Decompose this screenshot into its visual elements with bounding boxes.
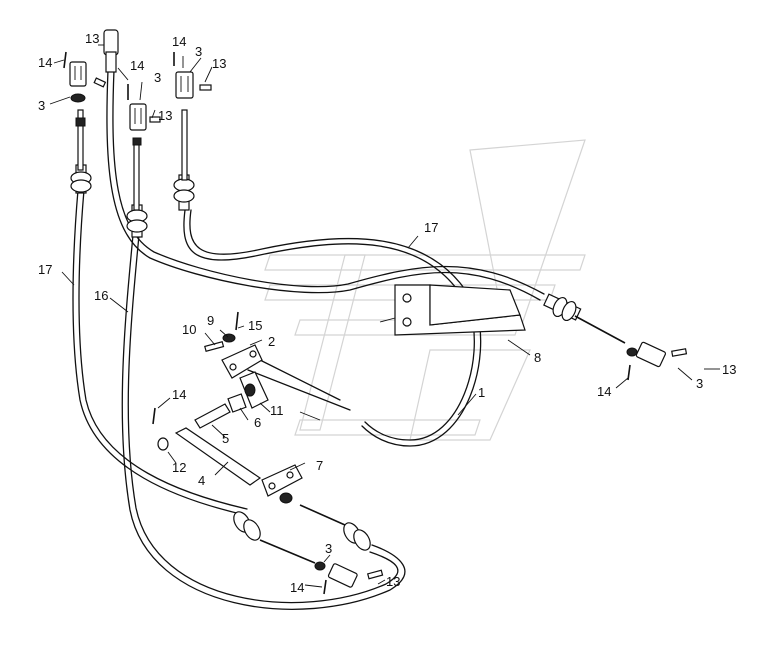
callout-7: 7 xyxy=(316,458,323,473)
cable-17-upper xyxy=(106,69,545,301)
cotter-pin-15 xyxy=(235,311,239,331)
callout-17: 17 xyxy=(38,262,52,277)
callout-17: 17 xyxy=(424,220,438,235)
plate-7 xyxy=(261,464,303,497)
callout-1: 1 xyxy=(478,385,485,400)
callout-4: 4 xyxy=(198,473,205,488)
callout-15: 15 xyxy=(248,318,262,333)
shaft-4 xyxy=(174,427,262,486)
block-6 xyxy=(227,393,247,413)
cable-end-bottom-right xyxy=(299,504,371,551)
cable-knob-top-center xyxy=(103,29,119,73)
callout-14: 14 xyxy=(172,34,186,49)
cotter-pin-14-mid xyxy=(152,407,156,425)
clevis-3-top-left xyxy=(69,61,87,103)
callout-13: 13 xyxy=(158,108,172,123)
cotter-pin-14-top-left xyxy=(63,51,67,69)
nut-7-bottom xyxy=(279,492,293,504)
leader-lines xyxy=(49,44,720,588)
callout-14: 14 xyxy=(290,580,304,595)
callout-3: 3 xyxy=(696,376,703,391)
callout-13: 13 xyxy=(85,31,99,46)
callout-13: 13 xyxy=(386,574,400,589)
pin-13-top-left xyxy=(93,77,107,88)
pin-13-right xyxy=(671,348,688,357)
pin-13-top-second xyxy=(149,116,161,123)
rod-5 xyxy=(194,403,231,429)
callout-13: 13 xyxy=(722,362,736,377)
callout-11: 11 xyxy=(270,403,284,418)
pin-13-top-right xyxy=(199,84,212,91)
callout-14: 14 xyxy=(597,384,611,399)
cable-16 xyxy=(121,234,406,610)
callout-14: 14 xyxy=(130,58,144,73)
cable-end-top-right xyxy=(173,109,195,211)
callout-9: 9 xyxy=(207,313,214,328)
callout-3: 3 xyxy=(325,541,332,556)
nut-9 xyxy=(222,333,236,343)
callout-14: 14 xyxy=(172,387,186,402)
pin-13-bottom xyxy=(366,569,384,580)
cable-17-left xyxy=(72,189,248,516)
cable-end-bottom-left xyxy=(233,511,316,564)
cable-end-top-left xyxy=(70,109,92,194)
callout-3: 3 xyxy=(154,70,161,85)
callout-12: 12 xyxy=(172,460,186,475)
callout-16: 16 xyxy=(94,288,108,303)
callout-6: 6 xyxy=(254,415,261,430)
cotter-pin-14-right xyxy=(627,364,631,381)
callout-3: 3 xyxy=(38,98,45,113)
clevis-3-right xyxy=(626,341,667,368)
cable-end-16 xyxy=(126,137,148,238)
bolt-10 xyxy=(204,341,225,352)
cotter-pin-14-bottom xyxy=(323,579,327,595)
bracket-8 xyxy=(394,284,526,336)
clevis-3-top-second xyxy=(129,103,147,131)
callout-8: 8 xyxy=(534,350,541,365)
cable-1 xyxy=(183,209,482,447)
callout-2: 2 xyxy=(268,334,275,349)
callout-10: 10 xyxy=(182,322,196,337)
callout-5: 5 xyxy=(222,431,229,446)
control-wire xyxy=(247,357,351,411)
clevis-3-top-right xyxy=(175,71,194,99)
washer-12 xyxy=(157,437,169,451)
cable-end-right xyxy=(543,293,626,344)
callout-3: 3 xyxy=(195,44,202,59)
callout-14: 14 xyxy=(38,55,52,70)
clevis-3-bottom xyxy=(314,561,358,588)
callouts: 14 3 13 14 3 13 14 3 13 17 17 16 8 1 13 … xyxy=(38,31,736,595)
nut-11 xyxy=(244,383,256,397)
callout-13: 13 xyxy=(212,56,226,71)
